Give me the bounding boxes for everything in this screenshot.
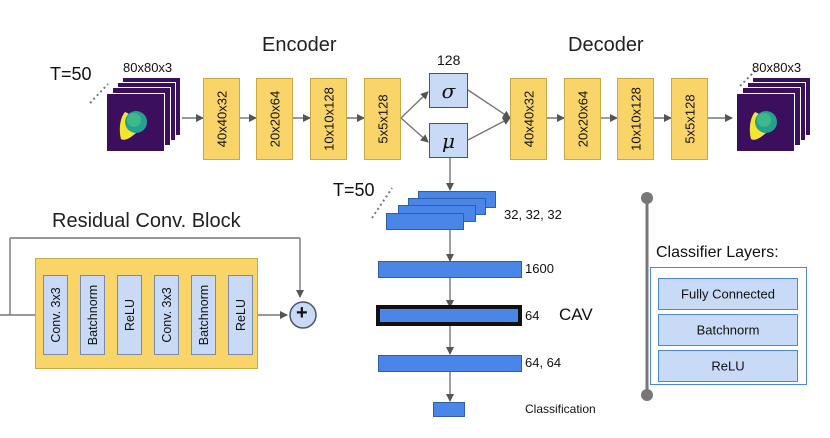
encoder-layer-2: 20x20x64 [256,78,293,160]
dense-1600-label: 1600 [525,261,554,276]
classifier-time-label: T=50 [333,180,375,200]
res-layer-conv-2: Conv. 3x3 [154,275,179,355]
dense-32-label: 32, 32, 32 [504,207,562,222]
decoder-title: Decoder [568,34,644,56]
classifier-layer-fc: Fully Connected [658,278,798,310]
cav-layer [376,305,522,326]
decoder-output-size: 80x80x3 [752,60,802,75]
encoder-input-size: 80x80x3 [123,60,173,75]
encoder-time-label: T=50 [50,64,92,84]
decoder-layer-3: 10x10x128 [617,78,654,160]
dense-64-64 [378,355,522,372]
decoder-layer-2: 20x20x64 [564,78,601,160]
classification-output [433,402,465,417]
mu-box: μ [429,123,468,158]
latent-dim: 128 [437,52,461,68]
add-icon: + [296,302,308,324]
residual-block-title: Residual Conv. Block [52,210,241,232]
classification-label: Classification [525,402,596,416]
residual-block [35,258,258,369]
classifier-layer-relu: ReLU [658,350,798,382]
encoder-title: Encoder [262,34,337,56]
encoder-layer-1: 40x40x32 [203,78,240,160]
classifier-layers-title: Classifier Layers: [656,244,779,261]
res-layer-batchnorm-1: Batchnorm [80,275,105,355]
encoder-layer-4: 5x5x128 [364,78,401,160]
decoder-layer-4: 5x5x128 [671,78,708,160]
output-image [736,93,795,152]
res-layer-batchnorm-2: Batchnorm [191,275,216,355]
dense-64-64-label: 64, 64 [525,355,562,370]
classifier-layer-batchnorm: Batchnorm [658,314,798,346]
res-layer-relu-1: ReLU [117,275,142,355]
sigma-box: σ [429,73,468,108]
dense-1600 [378,261,522,278]
cav-tag: CAV [559,305,593,324]
input-image [106,93,165,152]
cav-layer-label: 64 [525,308,540,323]
res-layer-conv-1: Conv. 3x3 [43,275,68,355]
decoder-layer-1: 40x40x32 [510,78,547,160]
res-layer-relu-2: ReLU [228,275,253,355]
encoder-layer-3: 10x10x128 [310,78,347,160]
